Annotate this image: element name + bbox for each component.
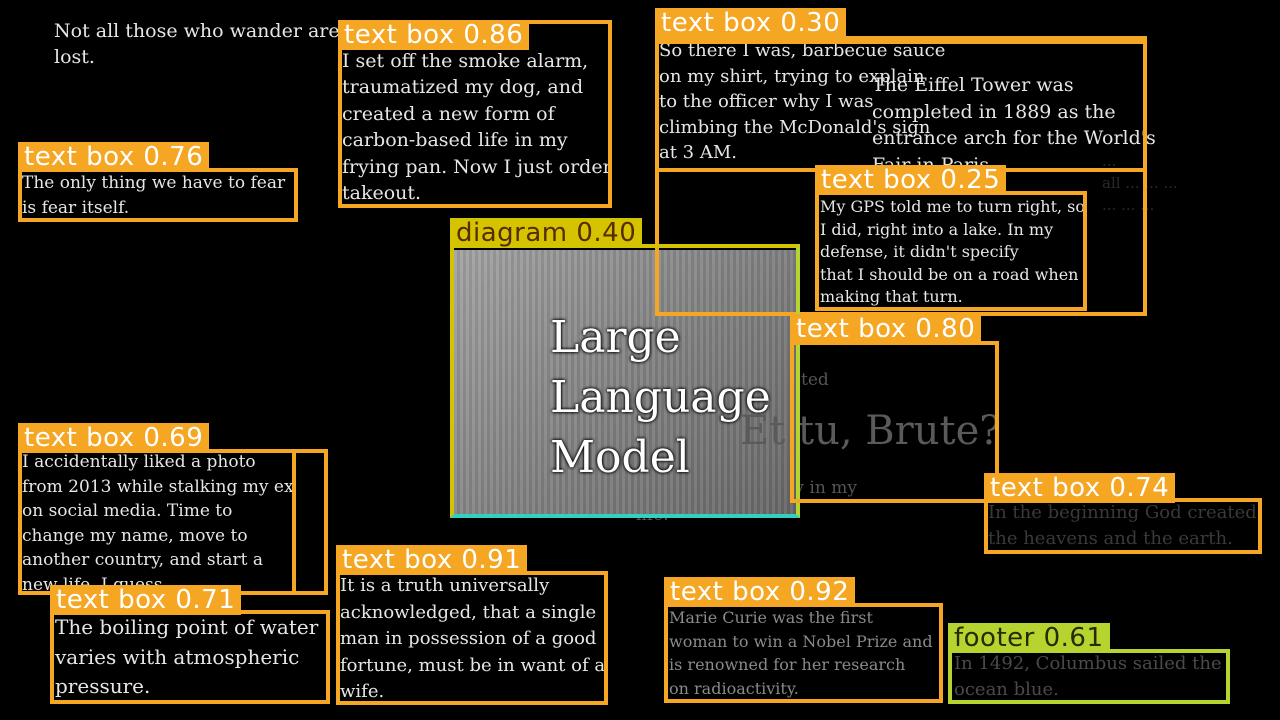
- bbox-text-0-74: [984, 498, 1262, 554]
- label-text-0-76: text box 0.76: [18, 142, 210, 172]
- quote-columbus: In 1492, Columbus sailed the ocean blue.: [954, 653, 1222, 700]
- label-text-0-91: text box 0.91: [336, 545, 528, 575]
- label-diagram-0-40: diagram 0.40: [450, 218, 643, 248]
- bbox-text-0-71: [50, 610, 330, 704]
- quote-smoke: oking I set off the smoke alarm, traumat…: [342, 23, 612, 204]
- quote-wander: Not all those who wander are lost.: [54, 20, 340, 68]
- label-footer-0-61: footer 0.61: [948, 623, 1110, 653]
- quote-faint-right: ... all ... ... ... ... ... ...: [1102, 152, 1178, 214]
- bbox-text-0-91: [336, 571, 608, 705]
- bbox-text-0-92: [664, 603, 943, 703]
- quote-curie: Marie Curie was the first woman to win a…: [669, 608, 933, 698]
- label-text-0-86: text box 0.86: [338, 20, 530, 50]
- llm-stack-image: Large Language Model: [454, 250, 796, 515]
- label-text-0-25: text box 0.25: [815, 165, 1007, 195]
- llm-title: Large Language Model: [550, 312, 771, 483]
- quote-gps: My GPS told me to turn right, so I did, …: [820, 197, 1086, 306]
- quote-barbecue: So there I was, barbecue sauce on my shi…: [659, 40, 946, 163]
- bbox-text-0-69-inner: [18, 449, 296, 595]
- label-text-0-74: text box 0.74: [984, 473, 1176, 503]
- quote-brute: Et tu, Brute?: [740, 408, 1001, 454]
- bbox-text-0-80: [790, 341, 999, 503]
- quote-truth: It is a truth universally acknowledged, …: [340, 575, 606, 702]
- bbox-text-0-25: [815, 191, 1087, 311]
- quote-beginning: In the beginning God created the heavens…: [988, 502, 1257, 549]
- label-text-0-80: text box 0.80: [790, 314, 982, 344]
- quote-fear: The only thing we have to fear is fear i…: [22, 173, 286, 218]
- bbox-footer-0-61: [948, 649, 1230, 704]
- label-text-0-30: text box 0.30: [655, 8, 847, 38]
- quote-boiling: The boiling point of water varies with a…: [55, 615, 319, 698]
- quote-liked: I accidentally liked a photo from 2013 w…: [22, 452, 294, 595]
- bbox-diagram-0-40: [450, 244, 800, 518]
- stacked-layers-graphic: [454, 250, 796, 515]
- label-text-0-69: text box 0.69: [18, 423, 210, 453]
- label-text-0-71: text box 0.71: [50, 585, 242, 615]
- label-text-0-92: text box 0.92: [664, 577, 856, 607]
- bbox-text-0-30-inner: [655, 40, 1147, 172]
- bbox-text-0-76: [18, 168, 298, 222]
